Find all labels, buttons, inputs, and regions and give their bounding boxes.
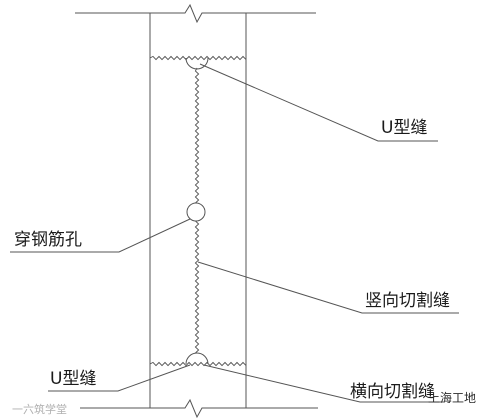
label-vertical-cut: 竖向切割缝 bbox=[365, 291, 450, 311]
leader-u-seam-top bbox=[199, 63, 438, 142]
top-horizontal-cut bbox=[149, 55, 247, 61]
label-horizontal-cut: 横向切割缝 bbox=[350, 382, 435, 402]
u-seam-top-shape bbox=[185, 57, 209, 70]
label-u-seam-bottom: U型缝 bbox=[50, 369, 97, 389]
bottom-break-line bbox=[80, 398, 318, 419]
u-seam-bottom-shape bbox=[185, 352, 209, 365]
leader-vertical-cut bbox=[197, 261, 459, 314]
top-break-line bbox=[75, 3, 316, 24]
watermark-right: 上海工地 bbox=[428, 391, 477, 405]
leader-rebar-hole bbox=[10, 218, 191, 253]
label-u-seam-top: U型缝 bbox=[381, 118, 428, 138]
watermark-left: 一六筑学堂 bbox=[12, 403, 67, 416]
bottom-horizontal-cut bbox=[149, 361, 247, 367]
rebar-hole-circle bbox=[186, 202, 206, 222]
label-rebar-hole: 穿钢筋孔 bbox=[14, 230, 82, 250]
leader-u-seam-bottom bbox=[48, 364, 191, 392]
leader-horizontal-cut bbox=[203, 364, 445, 403]
